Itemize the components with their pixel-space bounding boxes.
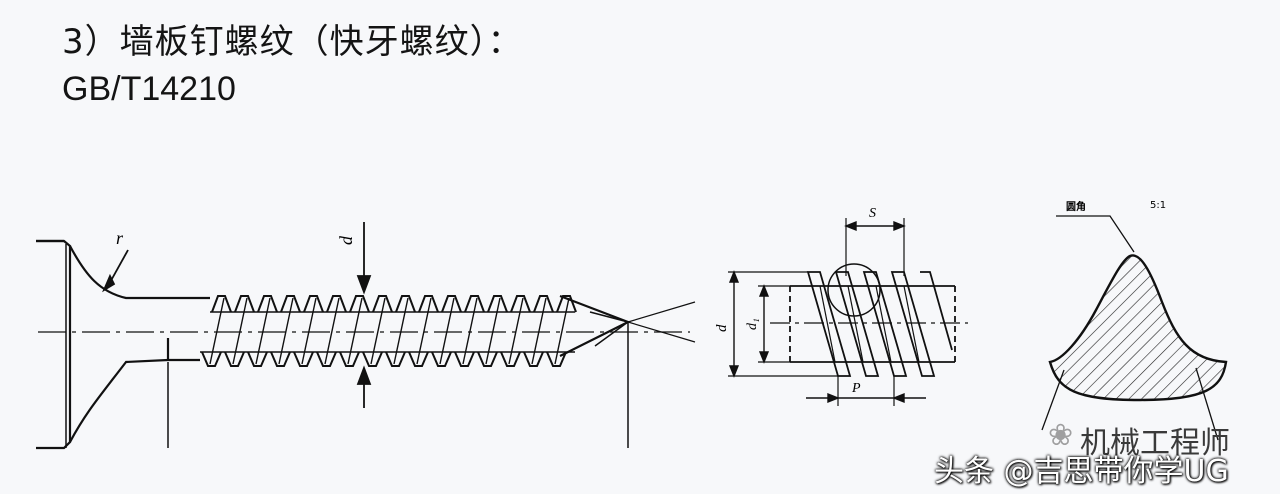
- thread-tooth-lower: [339, 351, 360, 367]
- thread-helix-line: [278, 297, 294, 365]
- thread-detail: [728, 218, 968, 406]
- thread-helix-line: [416, 297, 432, 365]
- pitch-width-label: S: [869, 206, 876, 221]
- thread-tooth-upper: [211, 295, 232, 313]
- thread-helix-line: [554, 297, 570, 365]
- thread-tooth-lower: [385, 351, 406, 367]
- thread-helix-line: [508, 297, 524, 365]
- thread-tooth-upper: [372, 295, 393, 313]
- thread-tooth-lower: [500, 351, 521, 367]
- watermark-author: 头条 @吉思带你学UG: [934, 454, 1229, 489]
- thread-tooth-lower: [454, 351, 475, 367]
- watermark-account: 机械工程师: [1080, 426, 1230, 461]
- thread-teeth: [201, 295, 577, 367]
- thread-tooth-lower: [270, 351, 291, 367]
- thread-helix-line: [439, 297, 455, 365]
- thread-tooth-lower: [201, 351, 222, 367]
- thread-tooth-upper: [395, 295, 416, 313]
- thread-tooth-upper: [280, 295, 301, 313]
- thread-tooth-lower: [408, 351, 429, 367]
- thread-tooth-lower: [523, 351, 544, 367]
- thread-tooth-upper: [418, 295, 439, 313]
- pitch-label: P: [851, 381, 861, 396]
- thread-tooth-upper: [533, 295, 554, 313]
- thread-dimension-arrows: [728, 220, 926, 404]
- thread-tooth-upper: [464, 295, 485, 313]
- thread-tooth-upper: [326, 295, 347, 313]
- thread-helix-line: [232, 297, 248, 365]
- radius-label: r: [116, 228, 124, 248]
- minor-diameter-label: d₁: [745, 318, 760, 330]
- profile-leaders: [1041, 215, 1219, 441]
- thread-tooth-lower: [247, 351, 268, 367]
- diameter-label: d: [336, 235, 356, 245]
- major-diameter-label: d: [714, 324, 730, 332]
- thread-tooth-upper: [257, 295, 278, 313]
- thread-tooth-upper: [510, 295, 531, 313]
- thread-tooth-lower: [293, 351, 314, 367]
- standard-number: GB/T14210: [62, 70, 236, 108]
- thread-tooth-lower: [362, 351, 383, 367]
- screw-side-view: [36, 239, 696, 450]
- thread-tooth-upper: [234, 295, 255, 313]
- round-corner-label: 圆角: [1066, 200, 1086, 213]
- thread-tooth-lower: [477, 351, 498, 367]
- thread-helix-line: [531, 297, 547, 365]
- thread-tooth-upper: [487, 295, 508, 313]
- thread-helix-line: [209, 297, 225, 365]
- thread-helix-line: [301, 297, 317, 365]
- page-title: 3）墙板钉螺纹（快牙螺纹）：: [62, 22, 523, 62]
- thread-helix-line: [347, 297, 363, 365]
- thread-tooth-lower: [431, 351, 452, 367]
- thread-tooth-upper: [303, 295, 324, 313]
- scale-ratio-label: 5:1: [1150, 200, 1166, 211]
- thread-tooth-upper: [441, 295, 462, 313]
- watermark-logo: ❀: [1048, 418, 1074, 453]
- thread-helix-line: [370, 297, 386, 365]
- thread-helix-line: [393, 297, 409, 365]
- thread-helix-line: [324, 297, 340, 365]
- radius-leader: [102, 249, 129, 293]
- diameter-dimension: [356, 222, 372, 408]
- thread-tooth-lower: [224, 351, 245, 367]
- thread-tooth-lower: [546, 351, 567, 367]
- thread-profile-section: [1048, 254, 1228, 402]
- thread-tooth-lower: [316, 351, 337, 367]
- thread-helix-line: [485, 297, 501, 365]
- thread-helix-line: [462, 297, 478, 365]
- thread-tooth-upper: [349, 295, 370, 313]
- thread-tooth-upper: [556, 295, 577, 313]
- thread-helix-line: [255, 297, 271, 365]
